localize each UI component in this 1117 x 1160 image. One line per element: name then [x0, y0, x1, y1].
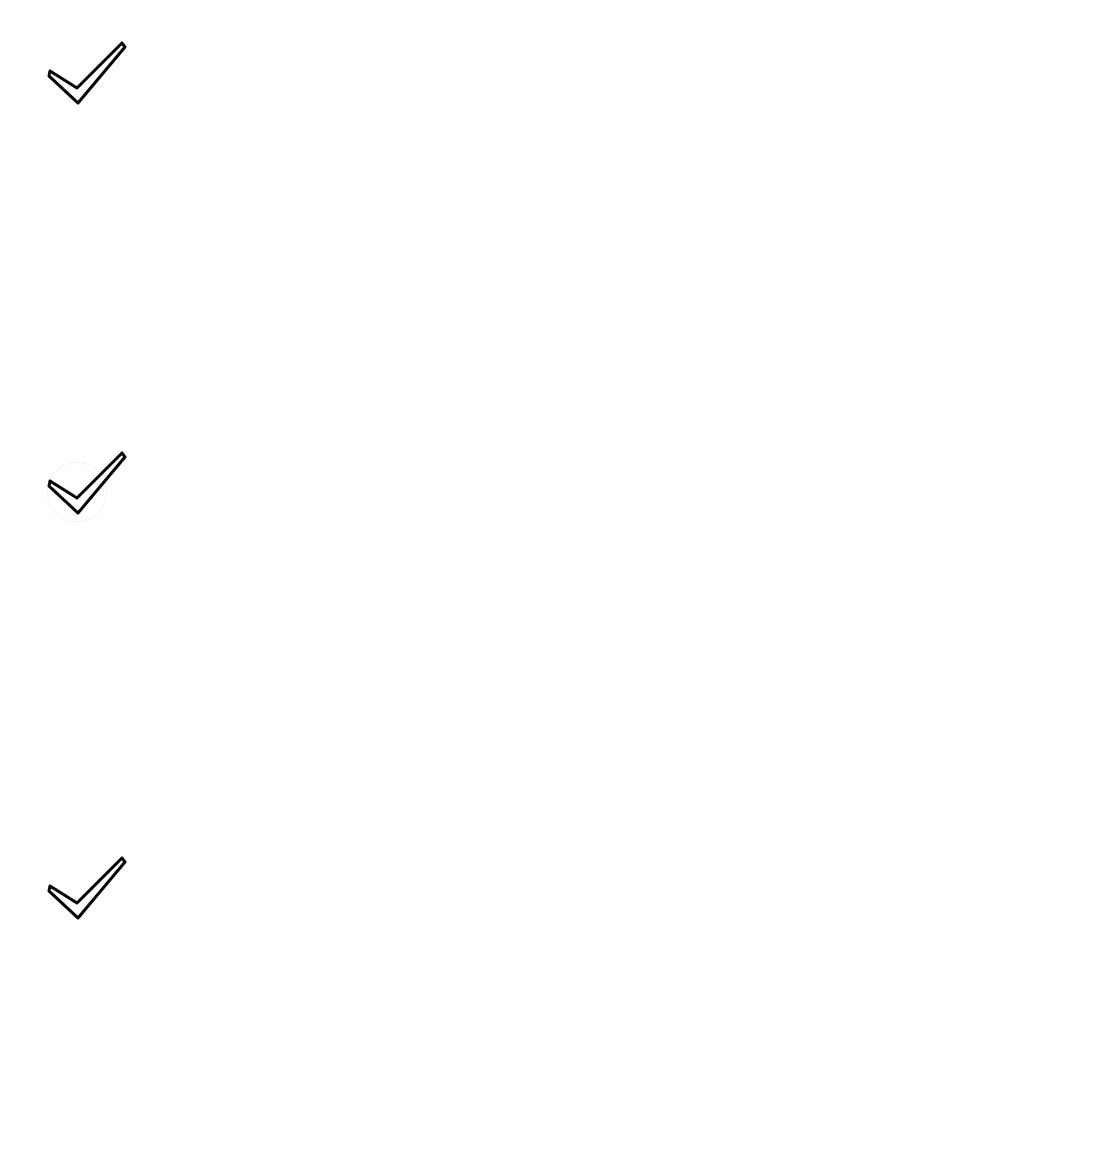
- checkmark-icon: [47, 451, 127, 515]
- checkmark-icon: [47, 856, 127, 920]
- checkmark-icon: [47, 41, 127, 105]
- checkmark-item-2[interactable]: [44, 448, 132, 522]
- checkmark-item-1[interactable]: [44, 38, 132, 110]
- checkmark-item-3[interactable]: [44, 853, 132, 925]
- hover-highlight: [47, 462, 107, 522]
